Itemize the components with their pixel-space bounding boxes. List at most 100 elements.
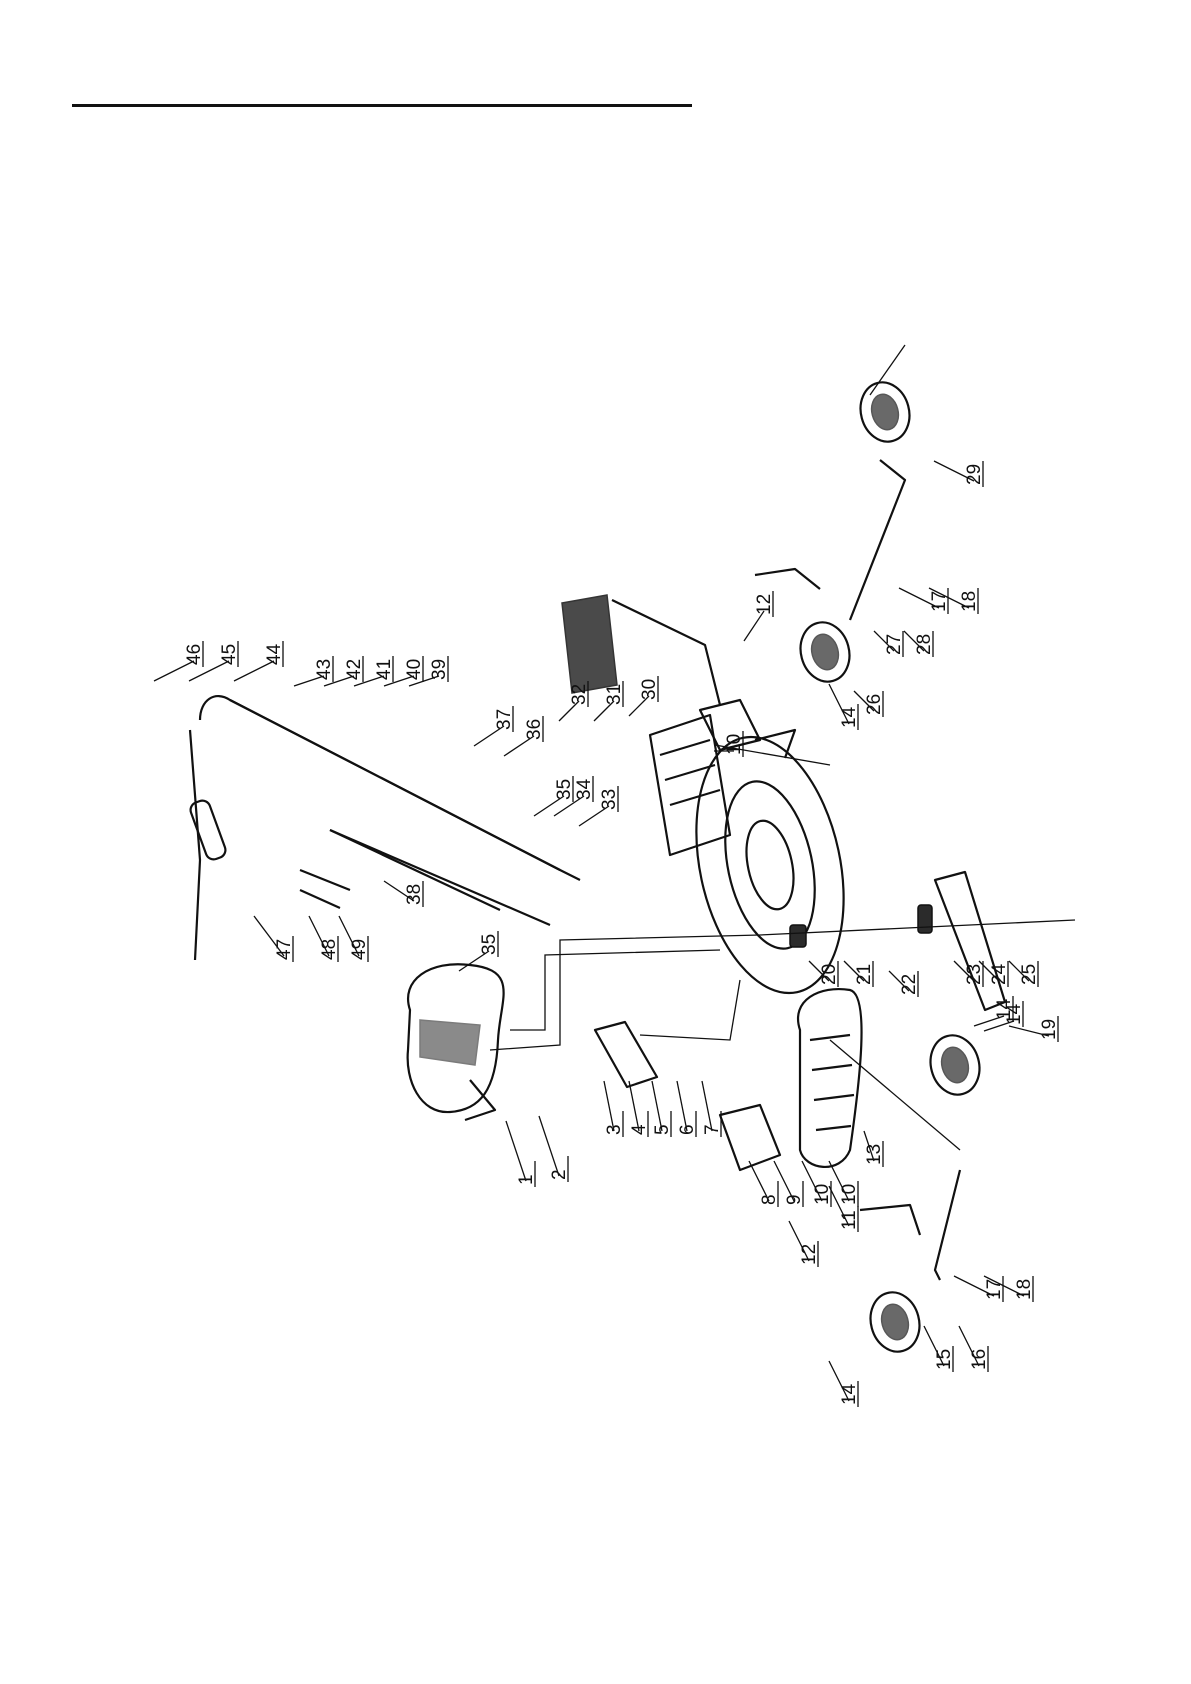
callout-number: 26 (864, 694, 885, 715)
callout-number: 10 (839, 1184, 860, 1205)
callout-number: 30 (639, 679, 660, 700)
callout-number: 9 (784, 1194, 805, 1205)
callout-number: 36 (524, 719, 545, 740)
callout-32: 32 (559, 681, 590, 721)
callout-number: 21 (854, 964, 875, 985)
callout-leader (677, 1081, 687, 1131)
callout-28: 28 (904, 631, 935, 657)
callout-number: 22 (899, 974, 920, 995)
callout-number: 3 (604, 1124, 625, 1135)
callout-number: 48 (319, 939, 340, 960)
callout-14: 14 (829, 1361, 860, 1407)
callout-number: 41 (374, 659, 395, 680)
callout-22: 22 (889, 971, 920, 997)
callout-leader (702, 1081, 712, 1131)
callout-35: 35 (534, 776, 575, 816)
callout-2: 2 (539, 1116, 570, 1182)
engine (408, 964, 504, 1120)
callout-5: 5 (652, 1081, 673, 1137)
callout-number: 43 (314, 659, 335, 680)
callout-15: 15 (924, 1326, 955, 1372)
callout-number: 16 (969, 1349, 990, 1370)
callout-8: 8 (749, 1161, 780, 1207)
callout-number: 23 (964, 964, 985, 985)
callout-number: 14 (839, 706, 860, 728)
callout-number: 15 (934, 1349, 955, 1370)
callout-number: 12 (799, 1244, 820, 1265)
callout-number: 34 (574, 778, 595, 800)
callout-number: 42 (344, 659, 365, 680)
callout-number: 13 (864, 1144, 885, 1165)
callout-number: 35 (479, 934, 500, 955)
wheel-26 (794, 617, 856, 687)
callout-17: 17 (954, 1276, 1005, 1302)
callout-27: 27 (874, 631, 905, 657)
callout-number: 19 (1039, 1019, 1060, 1040)
callout-37: 37 (474, 706, 515, 746)
callout-number: 49 (349, 939, 370, 960)
mulch-plug (720, 1105, 780, 1170)
callout-number: 12 (754, 594, 775, 615)
callout-number: 33 (599, 789, 620, 810)
callout-10: 10 (802, 1161, 833, 1207)
callout-number: 28 (914, 634, 935, 655)
callout-number: 8 (759, 1194, 780, 1205)
callout-number: 17 (929, 591, 950, 612)
callout-number: 4 (629, 1124, 650, 1135)
callout-1: 1 (506, 1121, 537, 1187)
callout-number: 39 (429, 659, 450, 680)
callout-3: 3 (604, 1081, 625, 1137)
callout-number: 27 (884, 634, 905, 655)
callout-number: 20 (819, 964, 840, 985)
callout-leader (539, 1116, 559, 1176)
callout-number: 14 (839, 1383, 860, 1405)
callout-4: 4 (629, 1081, 650, 1137)
callout-number: 29 (964, 464, 985, 485)
callout-23: 23 (954, 961, 985, 987)
callout-25: 25 (1009, 961, 1040, 987)
rear-axle (860, 1170, 960, 1280)
front-axle (755, 460, 905, 620)
wheel-15 (864, 1287, 926, 1357)
wheel-29 (854, 377, 916, 447)
side-discharge-chute (798, 989, 862, 1167)
callout-6: 6 (677, 1081, 698, 1137)
callout-30: 30 (629, 676, 660, 716)
callout-leader (629, 1081, 639, 1131)
callout-number: 2 (549, 1169, 570, 1180)
callout-number: 40 (404, 659, 425, 680)
callout-46: 46 (154, 641, 205, 681)
wheel-19 (924, 1030, 986, 1100)
callout-number: 7 (702, 1124, 723, 1135)
callout-number: 47 (274, 939, 295, 960)
callout-16: 16 (959, 1326, 990, 1372)
callout-leader (652, 1081, 662, 1131)
callout-13: 13 (864, 1131, 885, 1167)
callout-number: 35 (554, 779, 575, 800)
callout-38: 38 (384, 881, 425, 907)
callout-leader (506, 1121, 526, 1181)
callout-44: 44 (234, 641, 285, 681)
callout-number: 11 (839, 1210, 860, 1230)
callout-number: 46 (184, 644, 205, 665)
callout-leader (604, 1081, 614, 1131)
callout-number: 37 (494, 709, 515, 730)
callout-43: 43 (294, 656, 335, 686)
callout-47: 47 (254, 916, 295, 962)
handle-assembly (188, 696, 580, 960)
callout-number: 32 (569, 684, 590, 705)
callout-number: 14 (994, 998, 1015, 1020)
callout-number: 5 (652, 1124, 673, 1135)
callout-number: 18 (959, 591, 980, 612)
callout-number: 24 (989, 963, 1010, 985)
side-cover (595, 1022, 657, 1087)
callout-number: 10 (724, 734, 745, 755)
callout-number: 18 (1014, 1279, 1035, 1300)
callout-number: 38 (404, 884, 425, 905)
callout-10: 10 (829, 1161, 860, 1207)
callout-49: 49 (339, 916, 370, 962)
callout-12: 12 (789, 1221, 820, 1267)
callout-29: 29 (934, 461, 985, 487)
callout-number: 1 (516, 1174, 537, 1185)
